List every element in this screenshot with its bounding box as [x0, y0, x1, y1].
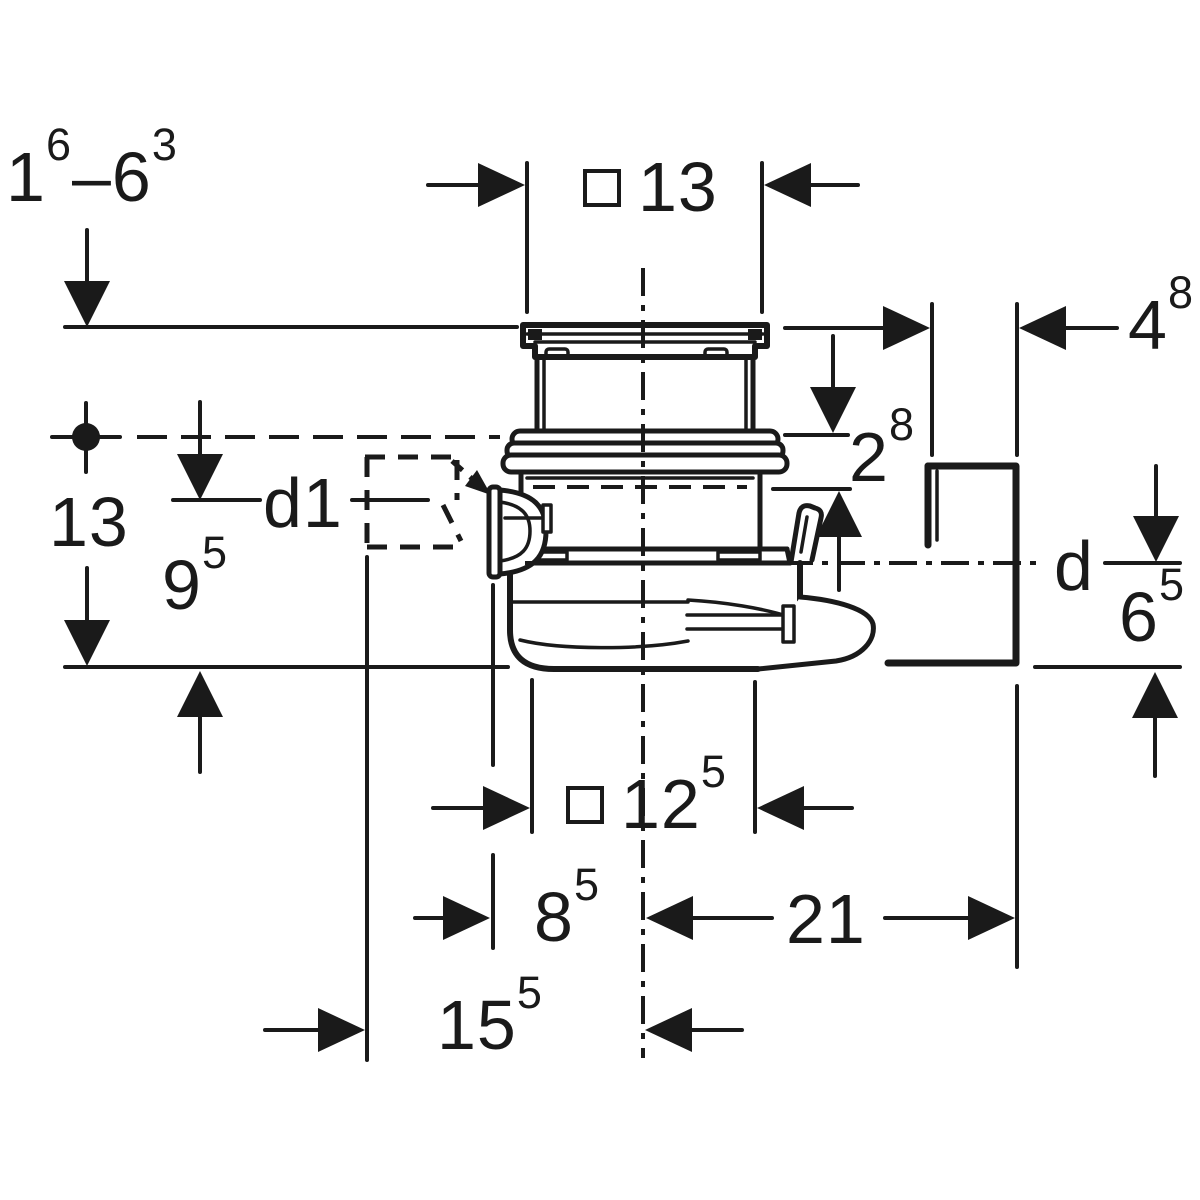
- dim-value: 6: [111, 138, 152, 216]
- arrow-right-85: [646, 896, 693, 940]
- arrow-left-sq13: [478, 163, 525, 207]
- square-section-symbol: [583, 169, 621, 207]
- dim-value: 13: [638, 148, 718, 226]
- riser: [534, 354, 756, 434]
- inlet-plug: [486, 484, 553, 580]
- dim-superscript: 8: [1167, 267, 1194, 318]
- arrow-right-sq125: [757, 786, 804, 830]
- dim-superscript: 8: [888, 399, 915, 450]
- dim-value: 6: [1119, 578, 1159, 656]
- dim-superscript: 5: [1158, 559, 1185, 610]
- dim-range-dash: –: [71, 138, 112, 216]
- arrow-down-13: [64, 620, 110, 666]
- arrow-down-28: [810, 387, 856, 433]
- dimension-lines: [50, 161, 1182, 1062]
- arrow-down-95: [177, 454, 223, 500]
- arrow-down-65: [1133, 516, 1179, 562]
- arrow-up-95: [177, 671, 223, 717]
- arrow-left-48: [883, 306, 930, 350]
- arrow-right-sq13: [764, 163, 811, 207]
- dim-superscript: 6: [45, 119, 72, 170]
- dimension-arrowheads: [64, 163, 1179, 1052]
- dim-value: d1: [263, 464, 343, 542]
- dim-label-flange-to-bottom: 13: [49, 487, 129, 557]
- dim-value: 8: [534, 878, 574, 956]
- arrow-right-155: [645, 1008, 692, 1052]
- arrow-up-28: [816, 491, 862, 537]
- square-section-symbol: [566, 786, 604, 824]
- dim-value: 9: [162, 546, 202, 624]
- arrow-right-48: [1019, 306, 1066, 350]
- dim-value: d: [1054, 527, 1094, 605]
- arrow-down-height-range: [64, 281, 110, 327]
- dim-value: 13: [49, 483, 129, 561]
- arrow-left-155: [318, 1008, 365, 1052]
- dim-value: 1: [6, 138, 46, 216]
- dim-value: 2: [849, 418, 889, 496]
- arrow-right-21: [968, 896, 1015, 940]
- retaining-clip: [788, 503, 824, 565]
- upper-bowl: [518, 469, 763, 552]
- dim-value: 21: [786, 880, 866, 958]
- trap-bowl: [507, 560, 876, 672]
- dim-superscript: 5: [573, 859, 600, 910]
- dim-value: 12: [621, 765, 701, 843]
- dim-label-center-to-outlet-end: 21: [786, 884, 866, 954]
- drain-body: [486, 322, 1020, 672]
- dim-value: 4: [1128, 286, 1168, 364]
- datum-dot: [72, 423, 100, 451]
- dim-value: 15: [437, 986, 517, 1064]
- dim-superscript: 5: [201, 527, 228, 578]
- joint-plate: [500, 546, 793, 566]
- inlet-direction-arrowhead: [465, 470, 491, 495]
- arrow-left-85: [443, 896, 490, 940]
- arrow-up-65: [1132, 672, 1178, 718]
- arrow-left-sq125: [483, 786, 530, 830]
- dim-label-outlet-diameter: d: [1054, 531, 1094, 601]
- dim-label-frame-width: 13: [583, 152, 718, 222]
- centerlines: [525, 268, 1038, 1058]
- dim-superscript: 5: [700, 746, 727, 797]
- dim-superscript: 5: [516, 967, 543, 1018]
- dim-superscript: 3: [151, 119, 178, 170]
- dim-label-side-inlet: d1: [263, 468, 343, 538]
